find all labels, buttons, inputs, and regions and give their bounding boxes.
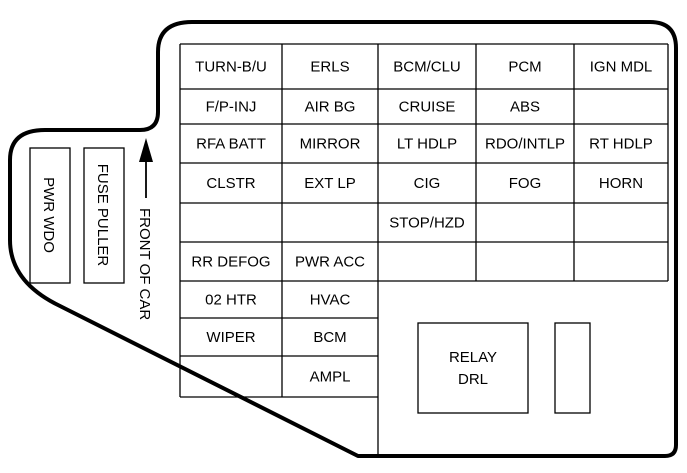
fuse-label: LT HDLP bbox=[397, 136, 457, 153]
relay-slot-empty bbox=[554, 322, 591, 414]
fuse-labels: TURN-B/U ERLS BCM/CLU PCM IGN MDL F/P-INJ AIR … bbox=[191, 59, 652, 386]
fuse-label: HORN bbox=[599, 175, 643, 192]
pwr-wdo-box bbox=[29, 147, 71, 284]
fuse-label: RDO/INTLP bbox=[485, 136, 565, 153]
drl-label: DRL bbox=[458, 371, 488, 388]
fuse-grid bbox=[179, 43, 669, 456]
fuse-label: AIR BG bbox=[305, 99, 356, 116]
front-of-car-label: FRONT OF CAR bbox=[136, 208, 153, 320]
relay-drl-box bbox=[417, 322, 529, 414]
fuse-label: AMPL bbox=[310, 369, 351, 386]
fuse-label: CIG bbox=[414, 175, 441, 192]
fuse-puller-label: FUSE PULLER bbox=[94, 164, 111, 267]
fuse-label: RT HDLP bbox=[589, 136, 653, 153]
fuse-box-outline bbox=[8, 20, 678, 458]
fuse-label: PWR ACC bbox=[295, 254, 365, 271]
fuse-label: TURN-B/U bbox=[195, 59, 267, 76]
fuse-label: RR DEFOG bbox=[191, 254, 270, 271]
arrow-up-icon bbox=[139, 138, 153, 162]
fuse-label: CLSTR bbox=[206, 175, 255, 192]
fuse-puller-box bbox=[83, 147, 125, 284]
fuse-label: FOG bbox=[509, 175, 542, 192]
fuse-label: BCM bbox=[313, 329, 346, 346]
fuse-label: WIPER bbox=[206, 329, 255, 346]
fuse-label: RFA BATT bbox=[196, 136, 266, 153]
fuse-label: PCM bbox=[508, 59, 541, 76]
fuse-label: 02 HTR bbox=[205, 292, 257, 309]
fuse-label: EXT LP bbox=[304, 175, 355, 192]
relay-label: RELAY bbox=[449, 349, 497, 366]
fuse-label: CRUISE bbox=[399, 99, 456, 116]
pwr-wdo-label: PWR WDO bbox=[40, 177, 57, 253]
fuse-label: HVAC bbox=[310, 292, 351, 309]
fuse-label: IGN MDL bbox=[590, 59, 653, 76]
fuse-label: MIRROR bbox=[300, 136, 361, 153]
fuse-label: STOP/HZD bbox=[389, 215, 465, 232]
fuse-label: ABS bbox=[510, 99, 540, 116]
fuse-label: ERLS bbox=[310, 59, 349, 76]
fuse-label: BCM/CLU bbox=[393, 59, 461, 76]
fuse-label: F/P-INJ bbox=[206, 99, 257, 116]
